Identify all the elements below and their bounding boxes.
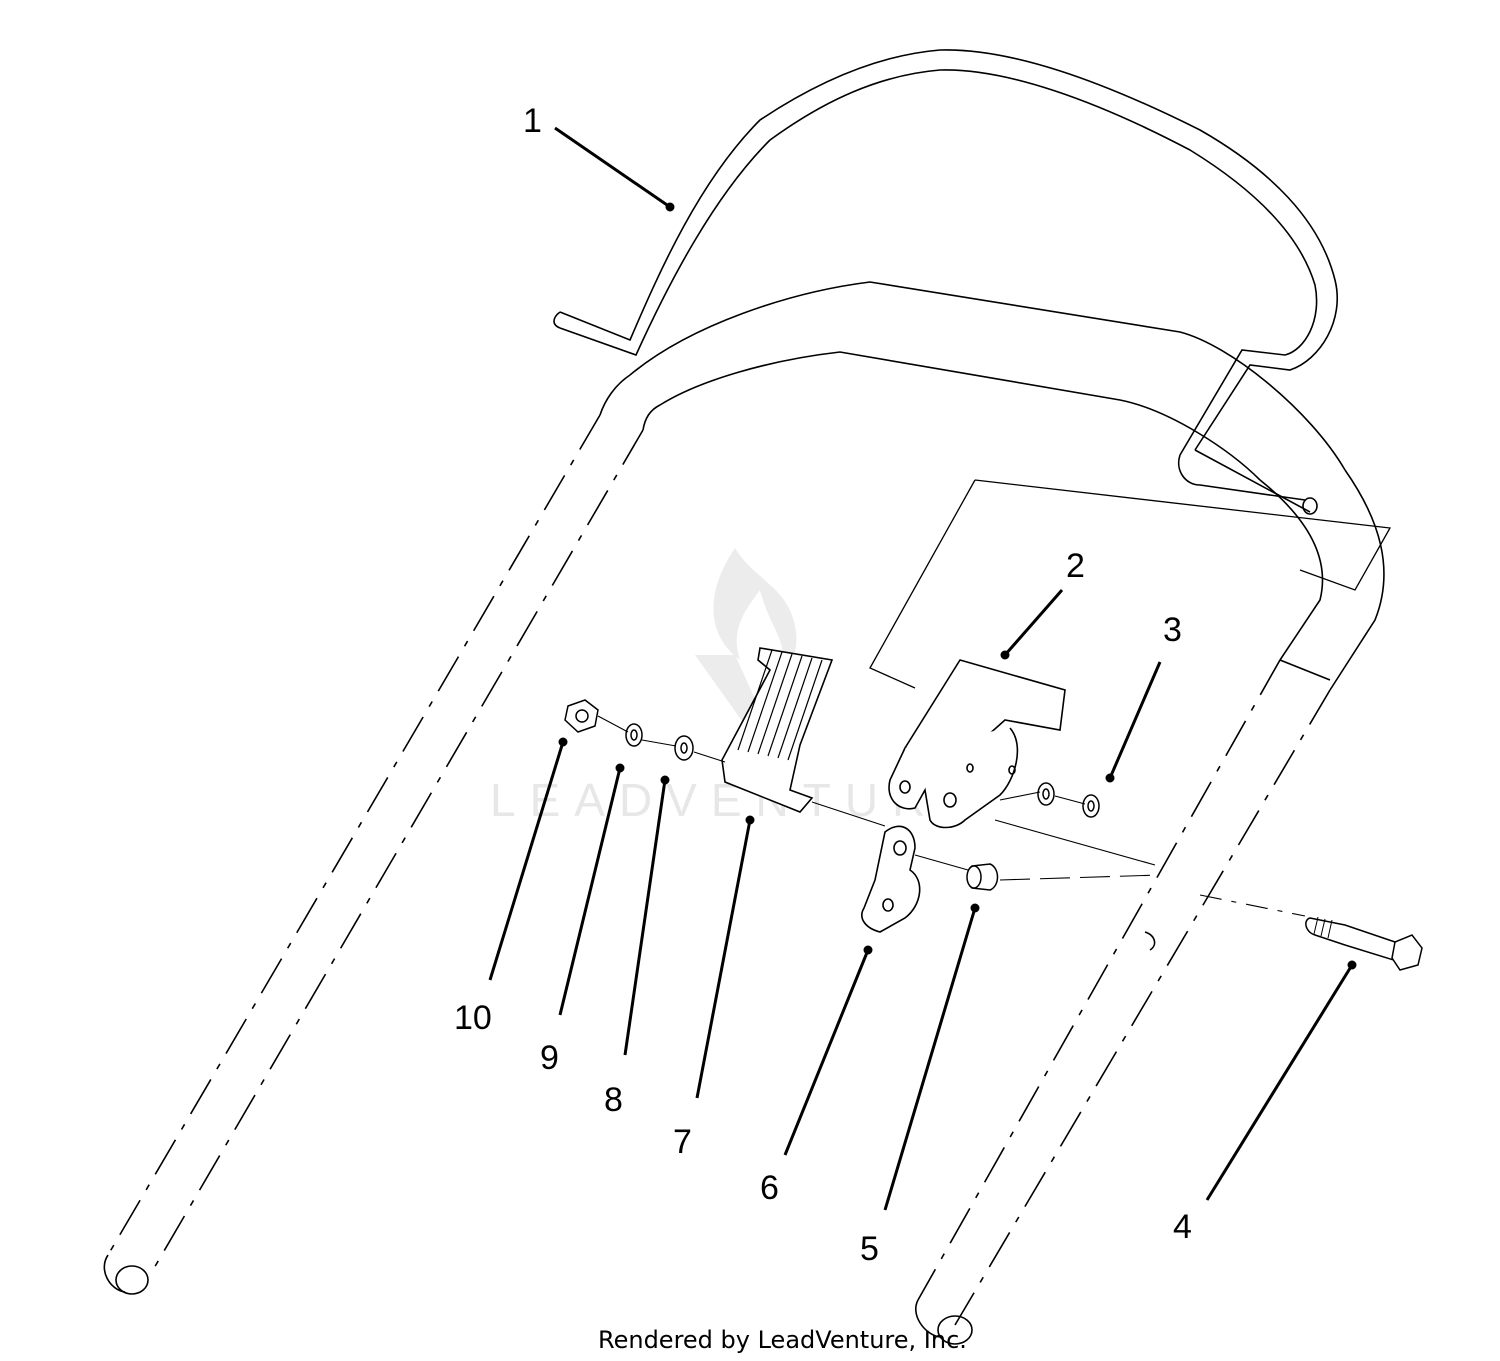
callout-10[interactable]: 10: [454, 999, 492, 1037]
callout-labels: 1 2 3 4 5 6 7 8 9 10: [454, 102, 1192, 1268]
cam-link: [861, 825, 921, 933]
callout-7[interactable]: 7: [673, 1123, 692, 1161]
callout-2[interactable]: 2: [1066, 547, 1085, 585]
callout-3[interactable]: 3: [1163, 611, 1182, 649]
callout-5[interactable]: 5: [860, 1230, 879, 1268]
callout-6[interactable]: 6: [760, 1169, 779, 1207]
lever: [721, 647, 834, 813]
callout-4[interactable]: 4: [1173, 1208, 1192, 1246]
callout-1[interactable]: 1: [523, 102, 542, 140]
hardware: [564, 699, 1423, 971]
handle-frame: [103, 281, 1385, 1345]
control-panel: [869, 479, 1392, 689]
leader-lines: [488, 126, 1357, 1211]
control-bracket: [888, 659, 1066, 829]
assembly-axis: [597, 715, 1306, 917]
bail-handle: [553, 49, 1338, 515]
callout-9[interactable]: 9: [540, 1039, 559, 1077]
shoulder-bolt-icon: [1305, 917, 1402, 964]
footer-credit: Rendered by LeadVenture, Inc.: [598, 1326, 967, 1354]
callout-8[interactable]: 8: [604, 1081, 623, 1119]
